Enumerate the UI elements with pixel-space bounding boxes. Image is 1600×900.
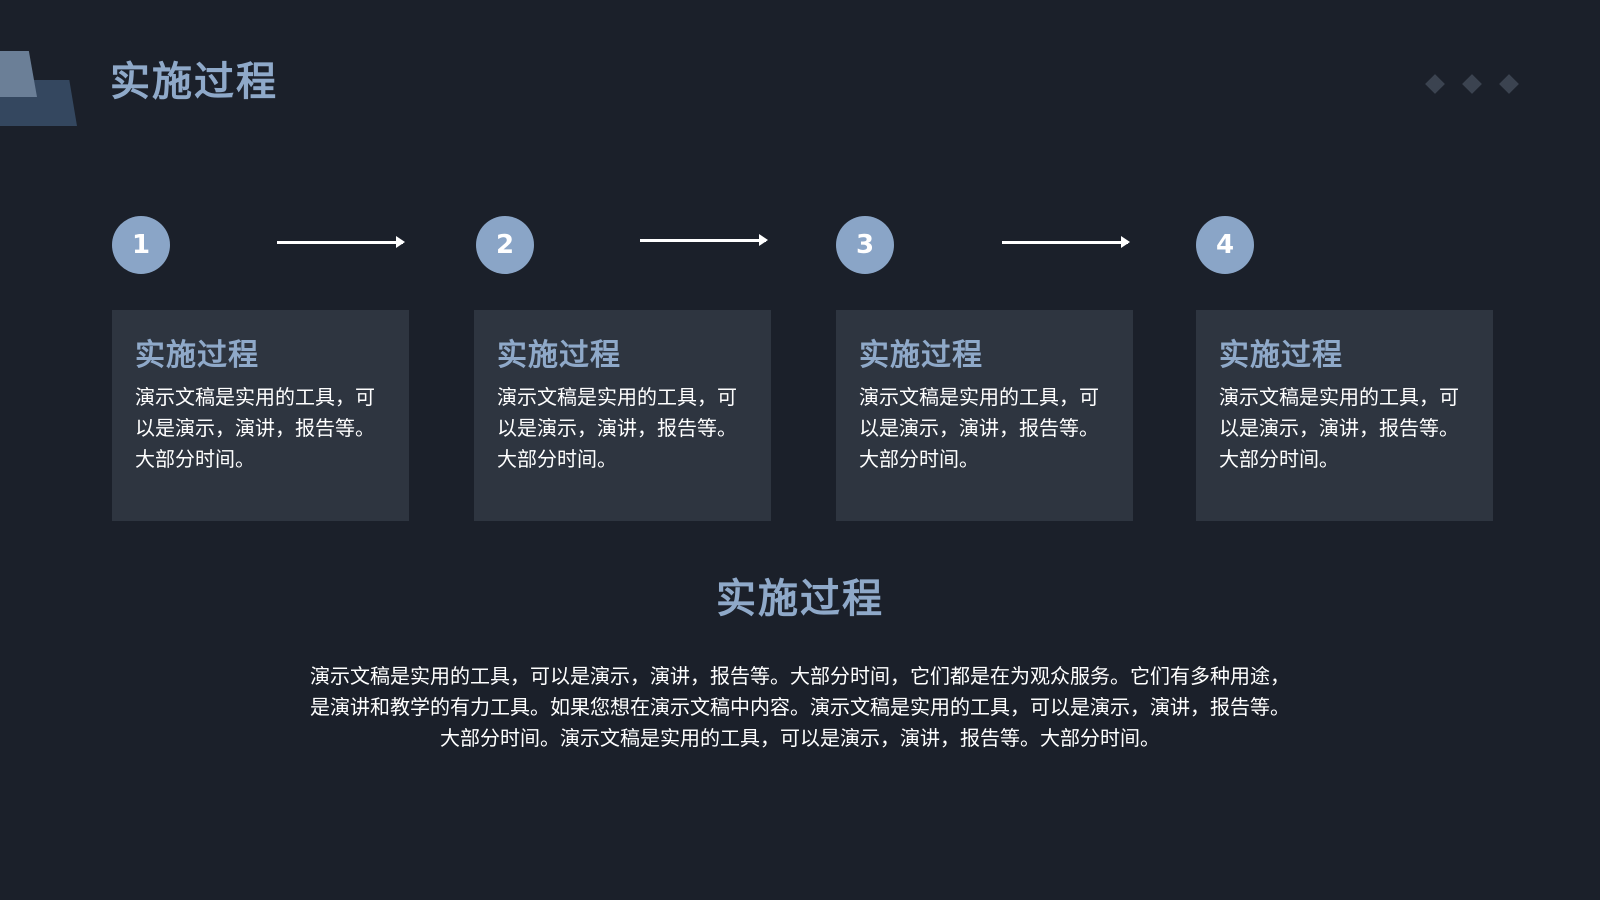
step-1-number-badge: 1 xyxy=(112,216,170,274)
step-3-card-title: 实施过程 xyxy=(859,338,983,373)
right-arrow-icon xyxy=(277,236,405,248)
summary-body: 演示文稿是实用的工具，可以是演示，演讲，报告等。大部分时间，它们都是在为观众服务… xyxy=(250,661,1350,754)
step-4-card-title: 实施过程 xyxy=(1219,338,1343,373)
step-4-number-badge: 4 xyxy=(1196,216,1254,274)
summary-line: 大部分时间。演示文稿是实用的工具，可以是演示，演讲，报告等。大部分时间。 xyxy=(440,726,1160,750)
right-arrow-icon xyxy=(640,234,768,246)
step-1-card-body: 演示文稿是实用的工具，可以是演示，演讲，报告等。大部分时间。 xyxy=(135,385,375,471)
diamond-icon xyxy=(1425,74,1445,94)
step-2-number-badge: 2 xyxy=(476,216,534,274)
page-title: 实施过程 xyxy=(110,59,278,105)
step-4-card-body: 演示文稿是实用的工具，可以是演示，演讲，报告等。大部分时间。 xyxy=(1219,385,1459,471)
corner-decoration-front xyxy=(0,51,37,97)
right-arrow-icon xyxy=(1002,236,1130,248)
step-1-card-title: 实施过程 xyxy=(135,338,259,373)
step-3-card-body: 演示文稿是实用的工具，可以是演示，演讲，报告等。大部分时间。 xyxy=(859,385,1099,471)
diamond-icon xyxy=(1499,74,1519,94)
step-3-card: 实施过程 演示文稿是实用的工具，可以是演示，演讲，报告等。大部分时间。 xyxy=(836,310,1133,521)
step-1-card: 实施过程 演示文稿是实用的工具，可以是演示，演讲，报告等。大部分时间。 xyxy=(112,310,409,521)
summary-title: 实施过程 xyxy=(716,576,884,622)
step-2-card-title: 实施过程 xyxy=(497,338,621,373)
diamond-icon xyxy=(1462,74,1482,94)
step-4-card: 实施过程 演示文稿是实用的工具，可以是演示，演讲，报告等。大部分时间。 xyxy=(1196,310,1493,521)
step-2-card: 实施过程 演示文稿是实用的工具，可以是演示，演讲，报告等。大部分时间。 xyxy=(474,310,771,521)
diamond-decoration-group xyxy=(1425,74,1519,94)
summary-line: 是演讲和教学的有力工具。如果您想在演示文稿中内容。演示文稿是实用的工具，可以是演… xyxy=(310,695,1290,719)
summary-line: 演示文稿是实用的工具，可以是演示，演讲，报告等。大部分时间，它们都是在为观众服务… xyxy=(310,664,1290,688)
step-3-number-badge: 3 xyxy=(836,216,894,274)
step-2-card-body: 演示文稿是实用的工具，可以是演示，演讲，报告等。大部分时间。 xyxy=(497,385,737,471)
